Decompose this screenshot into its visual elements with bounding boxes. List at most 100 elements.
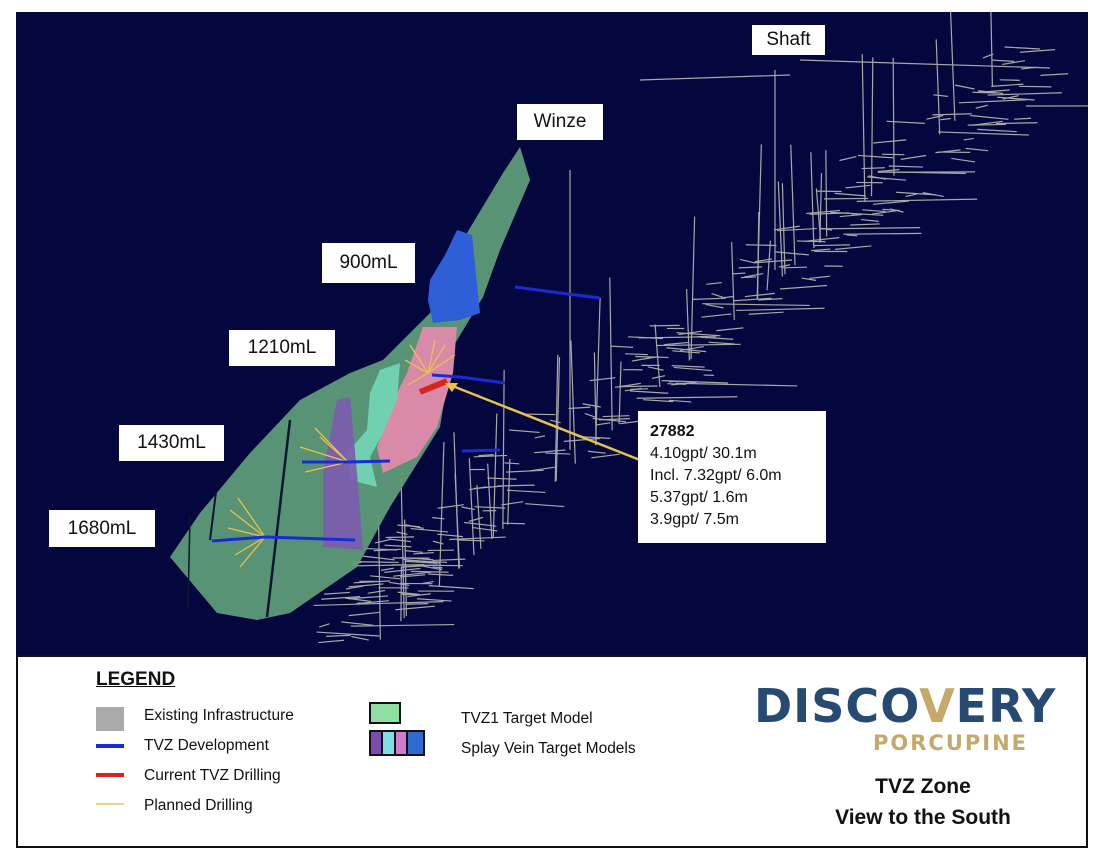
infrastructure-drift (656, 343, 741, 347)
infrastructure-raise (438, 442, 445, 587)
infrastructure-drift (702, 303, 810, 307)
infrastructure-drift (647, 366, 664, 371)
legend-item: Splay Vein Target Models (461, 740, 636, 757)
infrastructure-drift (977, 128, 1017, 133)
infrastructure-drift (857, 154, 894, 159)
infrastructure-drift (628, 336, 663, 340)
infrastructure-drift (624, 387, 642, 392)
infrastructure-raise (861, 54, 866, 203)
infrastructure-drift (991, 83, 1024, 87)
infrastructure-drift (856, 198, 978, 203)
infrastructure-drift (779, 284, 827, 290)
infrastructure-drift (806, 209, 841, 215)
legend-item: Current TVZ Drilling (144, 767, 281, 784)
infrastructure-drift (407, 593, 431, 598)
infrastructure-drift (804, 237, 840, 242)
infrastructure-raise (777, 181, 784, 277)
development-swatch (96, 744, 124, 748)
infrastructure-drift (664, 341, 690, 346)
infrastructure-drift (410, 570, 449, 573)
section-graphic (170, 12, 1088, 644)
infrastructure-drift (834, 245, 872, 250)
infrastructure-drift (410, 527, 449, 533)
infrastructure-drift (397, 524, 421, 528)
infrastructure-drift (861, 218, 879, 222)
infrastructure-drift (995, 122, 1038, 125)
infrastructure-drift (591, 453, 620, 459)
splay-vein-pink (377, 327, 457, 473)
infrastructure-drift (978, 90, 1004, 95)
infrastructure-drift (509, 429, 540, 434)
infrastructure-drift (975, 104, 988, 109)
infrastructure-drift (972, 120, 1003, 126)
infrastructure-raise (555, 357, 561, 481)
infrastructure-drift (843, 232, 922, 235)
infrastructure-drift (801, 277, 817, 281)
infrastructure-drift (839, 155, 857, 162)
infrastructure-drift (706, 281, 722, 285)
infrastructure-raise (609, 277, 613, 431)
infrastructure-raise (593, 352, 597, 445)
assay-line: 3.9gpt/ 7.5m (650, 511, 739, 528)
infrastructure-drift (367, 589, 386, 594)
label-1430ml: 1430mL (119, 425, 224, 461)
infrastructure-raise (618, 361, 622, 425)
infrastructure-drift (350, 623, 455, 627)
infrastructure-drift (733, 297, 772, 302)
infrastructure-raise (487, 463, 493, 540)
infrastructure-drift (809, 275, 830, 280)
infrastructure-raise (825, 150, 828, 237)
infrastructure-drift (668, 380, 680, 383)
assay-callout: 27882 4.10gpt/ 30.1m Incl. 7.32gpt/ 6.0m… (638, 411, 826, 543)
infrastructure-drift (324, 591, 350, 595)
infrastructure-drift (506, 469, 544, 473)
infrastructure-drift (501, 501, 524, 506)
infrastructure-drift (643, 399, 674, 403)
infrastructure-drift (740, 276, 757, 279)
infrastructure-drift (881, 153, 905, 156)
infrastructure-drift (416, 598, 452, 602)
infrastructure-drift (680, 345, 704, 351)
infrastructure-raise (492, 413, 498, 538)
infrastructure-drift (740, 258, 755, 264)
infrastructure-drift (326, 634, 351, 637)
infrastructure-drift (635, 355, 669, 359)
infrastructure-drift (671, 364, 705, 368)
infrastructure-drift (834, 192, 866, 197)
infrastructure-drift (534, 435, 546, 439)
infrastructure-drift (610, 345, 634, 348)
infrastructure-drift (348, 595, 389, 600)
infrastructure-drift (353, 563, 425, 567)
infrastructure-drift (731, 272, 746, 275)
infrastructure-drift (905, 193, 917, 198)
infrastructure-swatch (96, 707, 124, 731)
infrastructure-drift (1040, 73, 1069, 76)
infrastructure-drift (954, 84, 975, 90)
infrastructure-drift (877, 169, 900, 173)
infrastructure-drift (965, 147, 989, 152)
legend: LEGEND Existing Infrastructure TVZ Devel… (16, 655, 1088, 848)
infrastructure-drift (318, 639, 345, 644)
splay-vein-teal (347, 363, 400, 487)
infrastructure-drift (413, 551, 434, 555)
infrastructure-drift (374, 538, 391, 544)
infrastructure-drift (736, 307, 825, 312)
infrastructure-drift (938, 131, 1029, 136)
infrastructure-drift (701, 313, 732, 318)
infrastructure-drift (813, 244, 851, 247)
infrastructure-drift (900, 154, 927, 160)
infrastructure-drift (437, 533, 464, 538)
infrastructure-drift (432, 558, 466, 562)
tvz1-swatch (369, 702, 401, 724)
infrastructure-drift (940, 117, 951, 121)
label-1210ml: 1210mL (229, 330, 335, 366)
infrastructure-raise (790, 144, 796, 266)
infrastructure-raise (685, 288, 690, 361)
infrastructure-drift (933, 94, 948, 97)
infrastructure-raise (454, 473, 461, 569)
infrastructure-drift (351, 635, 369, 641)
current-tvz-drilling (418, 378, 449, 395)
infrastructure-drift (922, 191, 944, 198)
infrastructure-drift (977, 89, 1010, 93)
infrastructure-drift (428, 584, 474, 590)
